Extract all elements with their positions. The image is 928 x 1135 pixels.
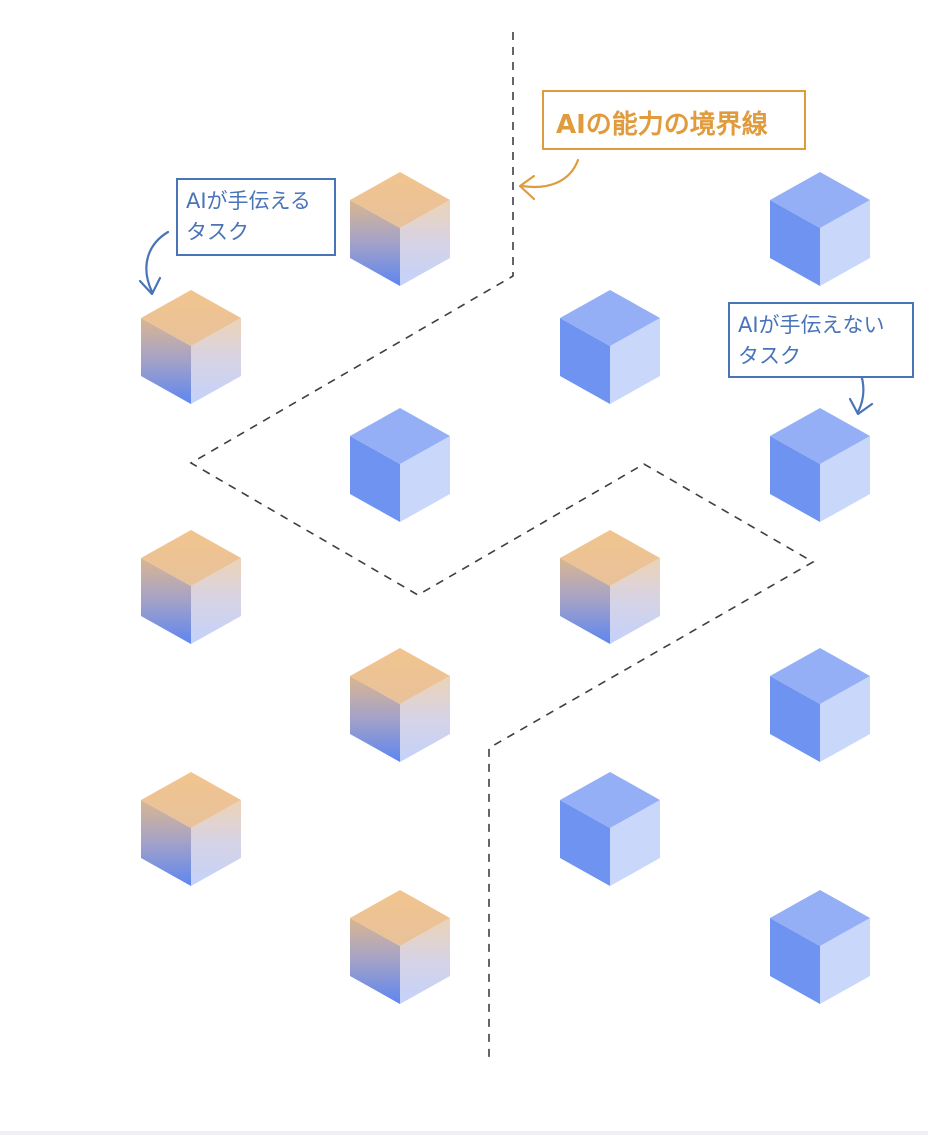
cube-left-face: [770, 918, 820, 1004]
non-assistable-task-cube: [560, 290, 660, 404]
cube-top-face: [770, 890, 870, 946]
cube-top-face: [770, 648, 870, 704]
boundary-label: AIの能力の境界線: [542, 90, 806, 150]
cube-left-face: [141, 318, 191, 404]
cube-right-face: [191, 558, 241, 644]
cube-left-face: [560, 800, 610, 886]
cube-right-face: [191, 800, 241, 886]
cube-top-face: [141, 772, 241, 828]
ai-cannot-help-label-line1: AIが手伝えない: [738, 313, 885, 337]
cube-left-face: [770, 200, 820, 286]
cube-left-face: [141, 800, 191, 886]
ai-can-help-label-line1: AIが手伝える: [186, 189, 311, 213]
ai-assistable-task-cube: [350, 648, 450, 762]
non-assistable-task-cube: [560, 772, 660, 886]
ai-can-help-label: AIが手伝える タスク: [176, 178, 336, 256]
cube-right-face: [820, 918, 870, 1004]
cube-top-face: [141, 290, 241, 346]
cube-right-face: [610, 800, 660, 886]
ai-can-help-label-line2: タスク: [186, 220, 249, 244]
cube-left-face: [560, 558, 610, 644]
non-assistable-task-cube: [770, 648, 870, 762]
cube-right-face: [400, 676, 450, 762]
ai-assistable-task-cube: [141, 772, 241, 886]
cube-top-face: [350, 890, 450, 946]
ai-assistable-task-cube: [141, 290, 241, 404]
cube-top-face: [770, 408, 870, 464]
cube-top-face: [141, 530, 241, 586]
cube-top-face: [350, 648, 450, 704]
cube-left-face: [141, 558, 191, 644]
boundary-pointer-arrowhead: [518, 174, 536, 201]
bottom-divider: [0, 1131, 928, 1135]
cube-top-face: [350, 172, 450, 228]
cube-left-face: [350, 436, 400, 522]
cube-right-face: [820, 200, 870, 286]
non-assistable-task-cube: [770, 172, 870, 286]
cube-right-face: [400, 436, 450, 522]
can-pointer-arrow: [145, 230, 170, 294]
cube-right-face: [610, 318, 660, 404]
cube-right-face: [610, 558, 660, 644]
ai-cannot-help-label-line2: タスク: [738, 344, 801, 368]
ai-assistable-task-cube: [350, 172, 450, 286]
can-pointer-arrowhead: [138, 276, 162, 296]
boundary-pointer-arrow: [520, 158, 580, 188]
cube-top-face: [350, 408, 450, 464]
cannot-pointer-arrowhead: [848, 397, 874, 416]
cube-top-face: [560, 530, 660, 586]
cube-right-face: [400, 200, 450, 286]
ai-assistable-task-cube: [141, 530, 241, 644]
non-assistable-task-cube: [770, 408, 870, 522]
ai-assistable-task-cube: [560, 530, 660, 644]
non-assistable-task-cube: [350, 408, 450, 522]
cube-right-face: [820, 676, 870, 762]
cube-top-face: [770, 172, 870, 228]
cube-right-face: [191, 318, 241, 404]
cube-left-face: [770, 436, 820, 522]
cube-right-face: [400, 918, 450, 1004]
task-cube-grid: [141, 172, 870, 1004]
ai-assistable-task-cube: [350, 890, 450, 1004]
cube-left-face: [350, 200, 400, 286]
cube-top-face: [560, 772, 660, 828]
cube-left-face: [560, 318, 610, 404]
cube-top-face: [560, 290, 660, 346]
cube-right-face: [820, 436, 870, 522]
ai-capability-boundary-line: [189, 32, 815, 1060]
cube-left-face: [350, 676, 400, 762]
cube-left-face: [350, 918, 400, 1004]
ai-cannot-help-label: AIが手伝えない タスク: [728, 302, 914, 378]
cube-left-face: [770, 676, 820, 762]
non-assistable-task-cube: [770, 890, 870, 1004]
boundary-label-text: AIの能力の境界線: [556, 110, 768, 140]
